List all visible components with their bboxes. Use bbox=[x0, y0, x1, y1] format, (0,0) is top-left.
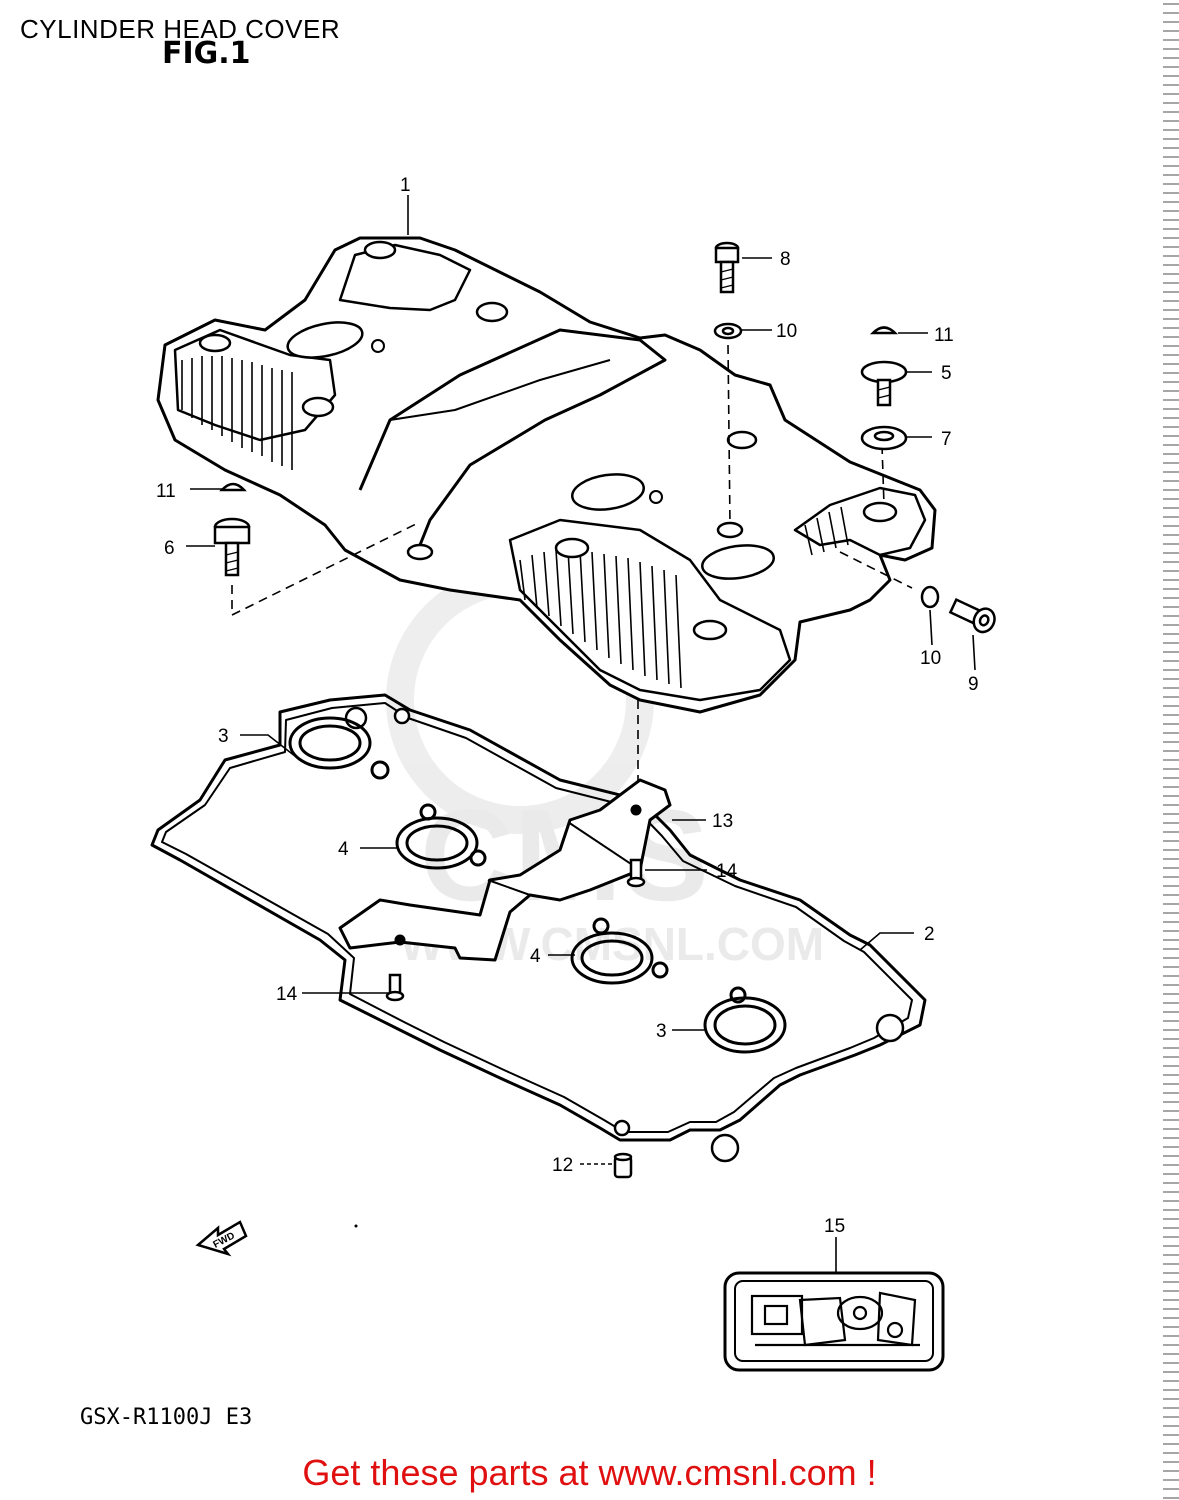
callout-7: 7 bbox=[941, 429, 952, 450]
callout-11-left: 11 bbox=[156, 481, 176, 502]
cover-gasket bbox=[150, 693, 927, 1163]
plate-part-13 bbox=[338, 778, 672, 962]
callout-4-upper: 4 bbox=[338, 839, 349, 860]
footer-link[interactable]: Get these parts at www.cmsnl.com ! bbox=[302, 1452, 877, 1493]
callout-14-lower: 14 bbox=[276, 984, 298, 1005]
pin-part-12 bbox=[613, 1152, 633, 1179]
callout-3-upper: 3 bbox=[218, 726, 229, 747]
o-rings bbox=[288, 716, 787, 1054]
screws-part-14 bbox=[385, 858, 646, 1002]
callout-9: 9 bbox=[968, 674, 979, 695]
callout-5: 5 bbox=[941, 363, 952, 384]
callout-8: 8 bbox=[780, 249, 791, 270]
screw-part-14-lower bbox=[385, 973, 405, 1002]
ring-part-4-upper bbox=[395, 803, 487, 870]
callout-13: 13 bbox=[712, 811, 733, 832]
callout-10-right: 10 bbox=[920, 648, 941, 669]
cylinder-head-cover bbox=[156, 236, 937, 714]
bolt-part-8 bbox=[714, 241, 740, 294]
bolt-part-9 bbox=[948, 597, 996, 634]
scan-edge-strip bbox=[1163, 0, 1179, 1500]
callout-6: 6 bbox=[164, 538, 175, 559]
cap-part-11-left bbox=[219, 482, 247, 492]
hardware-parts bbox=[213, 241, 996, 634]
washer-part-10-right bbox=[920, 585, 940, 609]
fwd-arrow-icon bbox=[195, 1220, 248, 1257]
speck bbox=[354, 1224, 358, 1228]
callout-1: 1 bbox=[400, 175, 411, 196]
gasket-set-part-15 bbox=[723, 1271, 945, 1372]
bolt-part-5 bbox=[860, 360, 908, 407]
ring-part-3-upper bbox=[288, 716, 390, 780]
cap-part-11 bbox=[869, 326, 899, 335]
callout-10-upper: 10 bbox=[776, 321, 797, 342]
ring-part-4-lower bbox=[570, 917, 669, 985]
ring-part-3-lower bbox=[703, 986, 787, 1054]
model-code: GSX-R1100J E3 bbox=[80, 1405, 253, 1430]
callout-3-lower: 3 bbox=[656, 1021, 667, 1042]
leader-lines bbox=[186, 195, 976, 800]
page-title: CYLINDER HEAD COVER bbox=[20, 14, 341, 44]
callout-4-lower: 4 bbox=[530, 946, 541, 967]
callout-2: 2 bbox=[924, 924, 935, 945]
bolt-part-6 bbox=[213, 517, 251, 577]
callout-15: 15 bbox=[824, 1216, 845, 1237]
forward-direction-arrow: FWD bbox=[195, 1220, 248, 1257]
callout-12: 12 bbox=[552, 1155, 573, 1176]
callout-11-right: 11 bbox=[934, 325, 954, 346]
callout-14-upper: 14 bbox=[716, 861, 738, 882]
callout-numbers: 1 8 10 11 5 7 11 6 10 9 3 13 4 14 2 4 14… bbox=[156, 175, 979, 1237]
screw-part-14-upper bbox=[626, 858, 646, 888]
leader-lines-lower bbox=[240, 734, 914, 1273]
figure-label: FIG.1 bbox=[162, 36, 251, 71]
